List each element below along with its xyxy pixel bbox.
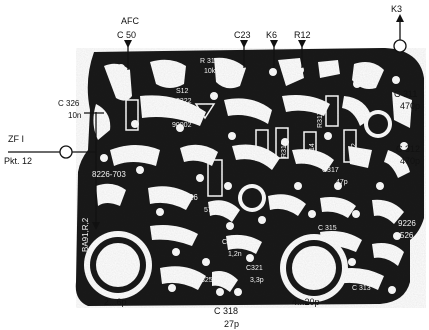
label-pkt12: Pkt. 12 bbox=[4, 156, 32, 166]
label-side-text: BA91,R,2 bbox=[81, 217, 90, 252]
label-c318-value: 27p bbox=[224, 319, 239, 329]
label-r315-value: 10k bbox=[204, 68, 216, 75]
label-c311-value: 470p bbox=[400, 101, 420, 111]
label-c326: C 326 bbox=[58, 99, 80, 108]
label-c314: C 314 bbox=[304, 255, 323, 262]
label-c321: C321 bbox=[246, 265, 263, 272]
label-k3: K3 bbox=[391, 4, 402, 14]
label-r314: R314 bbox=[309, 143, 316, 160]
label-r317: R317 bbox=[317, 111, 324, 128]
label-c321-value: 3,3p bbox=[250, 277, 264, 284]
label-coil-9226-right: 9226 bbox=[398, 219, 416, 228]
label-trim-left: 2...6p bbox=[104, 297, 127, 307]
label-r315: R 315 bbox=[200, 58, 219, 65]
label-coil-9226: 9226 bbox=[180, 193, 198, 202]
label-c315-value: 0,47p bbox=[326, 236, 344, 243]
pcb-board bbox=[75, 48, 426, 308]
label-c317-value: 47p bbox=[336, 179, 348, 186]
label-trim-right: 4...20p bbox=[292, 297, 320, 307]
label-c326-value: 10n bbox=[68, 111, 81, 120]
label-c317: C317 bbox=[322, 167, 339, 174]
label-zf-i: ZF I bbox=[8, 134, 24, 144]
label-c319: C319 bbox=[222, 239, 239, 246]
label-90002: 90002 bbox=[172, 122, 192, 129]
label-c311: C 311 bbox=[394, 89, 417, 99]
label-r312: R312 bbox=[351, 143, 358, 160]
label-coil-8226-703: 8226-703 bbox=[92, 170, 126, 179]
lead-arrows bbox=[92, 14, 404, 230]
label-2322: 2322 bbox=[176, 98, 192, 105]
label-c315: C 315 bbox=[318, 225, 337, 232]
label-s12: S12 bbox=[176, 88, 189, 95]
label-c325: C 325 bbox=[194, 277, 213, 284]
label-c313: C 313 bbox=[352, 285, 371, 292]
label-c312: C 312 bbox=[396, 144, 420, 154]
label-afc: AFC bbox=[121, 16, 140, 26]
label-coil-526: 526 bbox=[400, 231, 414, 240]
label-c23: C23 bbox=[234, 30, 251, 40]
label-coil-576: 576 bbox=[204, 207, 216, 214]
label-c319-value: 1,2n bbox=[228, 251, 242, 258]
label-r12: R12 bbox=[294, 30, 311, 40]
zf-input-connector bbox=[59, 145, 73, 159]
label-s74: S74 bbox=[172, 111, 185, 118]
label-c312-value: 470p bbox=[400, 156, 420, 166]
label-r313: R313 bbox=[281, 141, 288, 158]
label-k6: K6 bbox=[266, 30, 277, 40]
k3-connector bbox=[393, 39, 407, 53]
label-c318: C 318 bbox=[214, 306, 238, 316]
label-c50: C 50 bbox=[117, 30, 136, 40]
